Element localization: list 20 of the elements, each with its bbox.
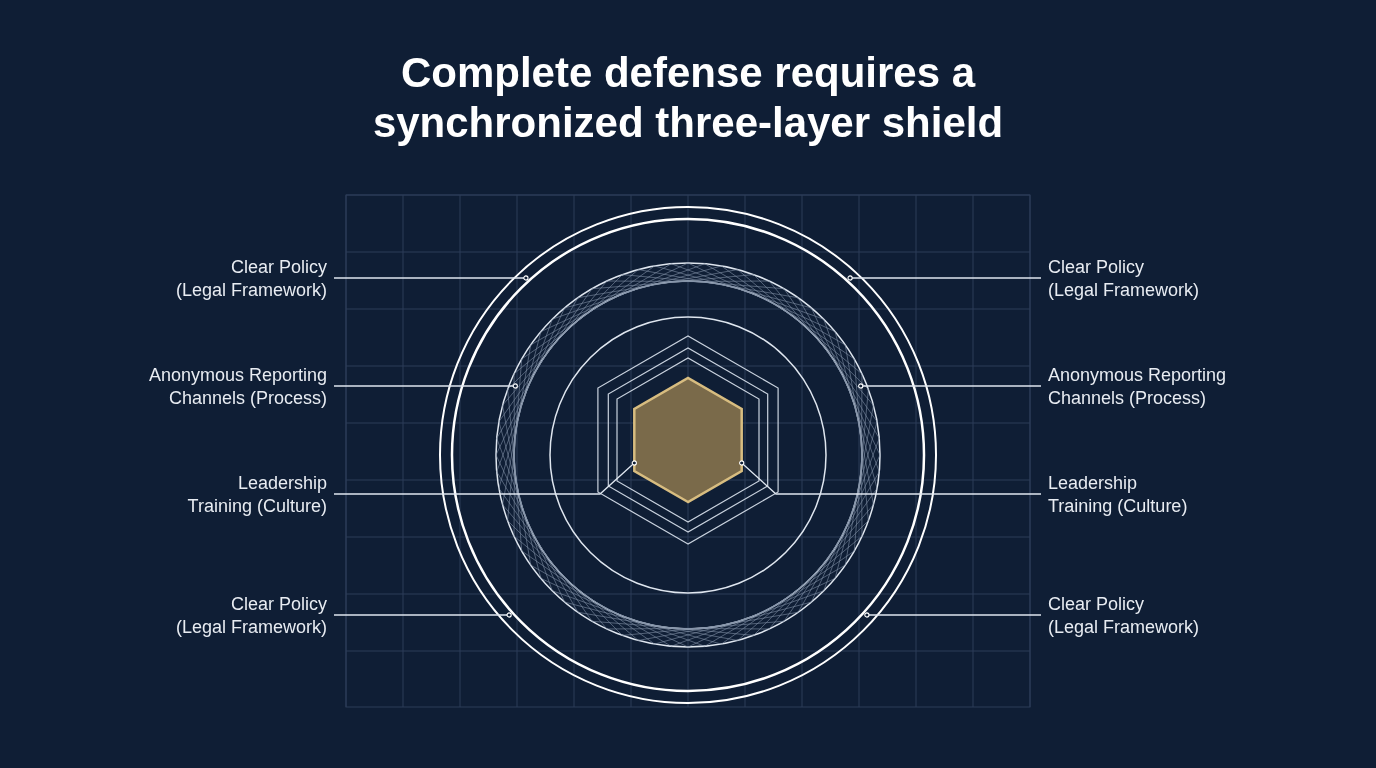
lattice-ring (495, 262, 881, 648)
callout-label: Clear Policy (Legal Framework) (1048, 256, 1248, 302)
callout-label: Clear Policy (Legal Framework) (127, 256, 327, 302)
leader-line (333, 460, 637, 495)
leader-line (847, 275, 1042, 281)
leader-line (864, 612, 1042, 618)
callout-label: Leadership Training (Culture) (1048, 472, 1268, 518)
title: Complete defense requires a synchronized three-layer shield (371, 48, 1005, 148)
leader-line (858, 383, 1042, 389)
leader-line (333, 612, 512, 618)
callout-label: Clear Policy (Legal Framework) (1048, 593, 1248, 639)
callout-label: Leadership Training (Culture) (107, 472, 327, 518)
callout-label: Anonymous Reporting Channels (Process) (1048, 364, 1258, 410)
callout-label: Clear Policy (Legal Framework) (127, 593, 327, 639)
outer-ring (439, 206, 937, 704)
leader-line (333, 275, 529, 281)
callout-label: Anonymous Reporting Channels (Process) (117, 364, 327, 410)
leader-line (739, 460, 1042, 495)
hexagon-core (633, 376, 743, 504)
leader-line (333, 383, 518, 389)
